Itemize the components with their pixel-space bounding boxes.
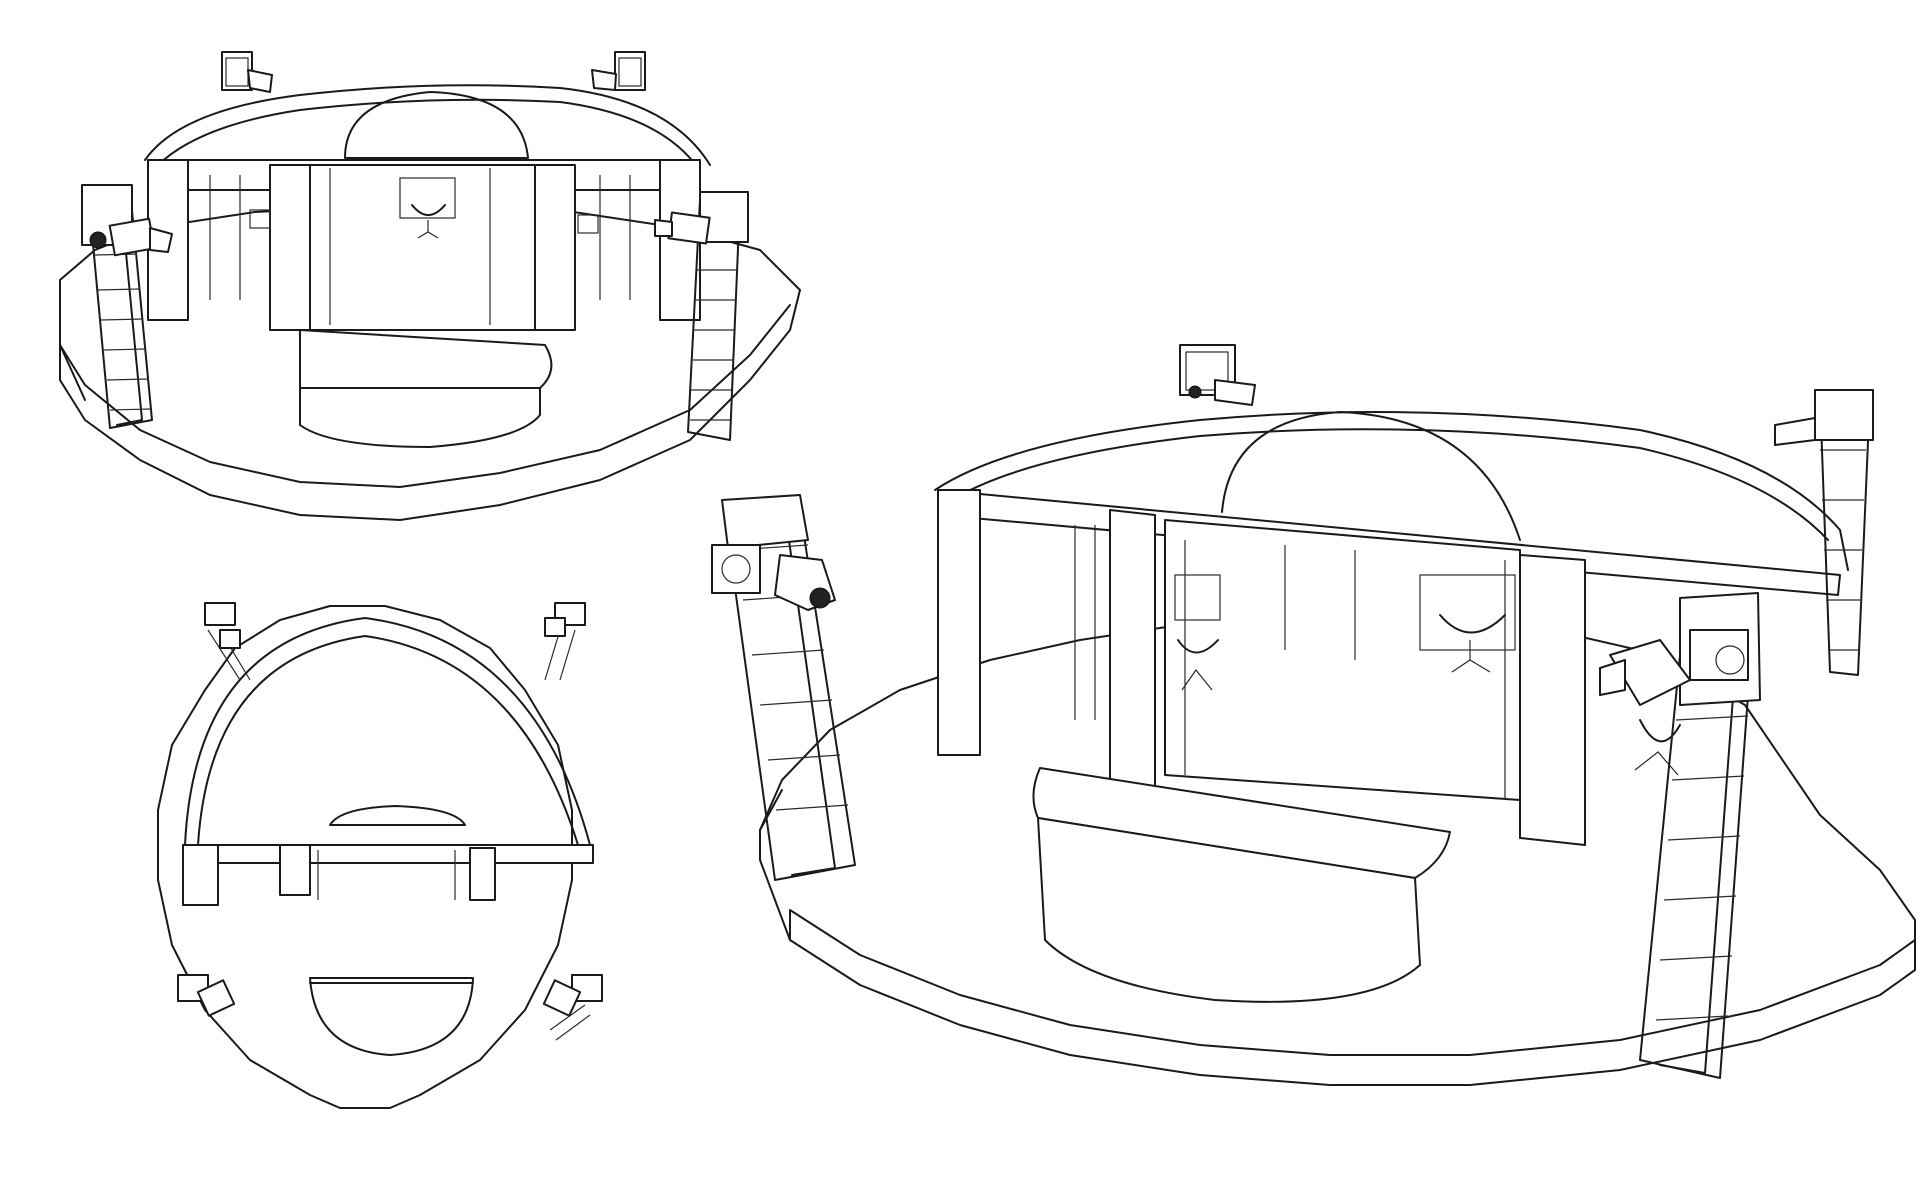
cyclorama-rim <box>144 84 711 166</box>
spotlight-icon <box>544 602 586 681</box>
spotlight-icon <box>89 217 173 257</box>
spotlight-icon <box>711 544 836 611</box>
front-desk-top <box>309 977 474 1056</box>
front-desk-large <box>1032 767 1451 1003</box>
ladder-tower-back-right-large <box>1774 389 1874 676</box>
ladder-tower-front-right <box>654 191 749 441</box>
dome-top <box>184 617 591 846</box>
chair-icon <box>1419 574 1516 673</box>
view-right <box>711 344 1916 1086</box>
ladder-tower-back-left <box>221 51 273 93</box>
chair-icon <box>1634 719 1681 776</box>
ladder-tower-back-left-large <box>1179 344 1256 406</box>
stage-platform-top <box>157 605 573 1109</box>
chair-icon <box>399 177 456 239</box>
ladder-tower-front-right-large <box>1599 592 1761 1079</box>
view-bottom-left <box>157 602 603 1109</box>
ladder-tower-front-left-large <box>711 494 856 881</box>
view-top-left <box>59 51 801 521</box>
spotlight-icon <box>654 211 711 245</box>
front-desk <box>299 329 553 448</box>
spotlight-icon <box>542 974 603 1041</box>
spotlight-icon <box>1599 629 1749 706</box>
chair-icon <box>1174 574 1221 691</box>
dome-large <box>1221 411 1521 541</box>
dome <box>344 91 529 159</box>
cyclorama-rim-large <box>934 411 1849 571</box>
spotlight-icon <box>177 974 236 1017</box>
ladder-tower-front-left <box>81 184 173 429</box>
spotlight-icon <box>204 602 251 681</box>
ladder-tower-back-right <box>591 51 646 91</box>
